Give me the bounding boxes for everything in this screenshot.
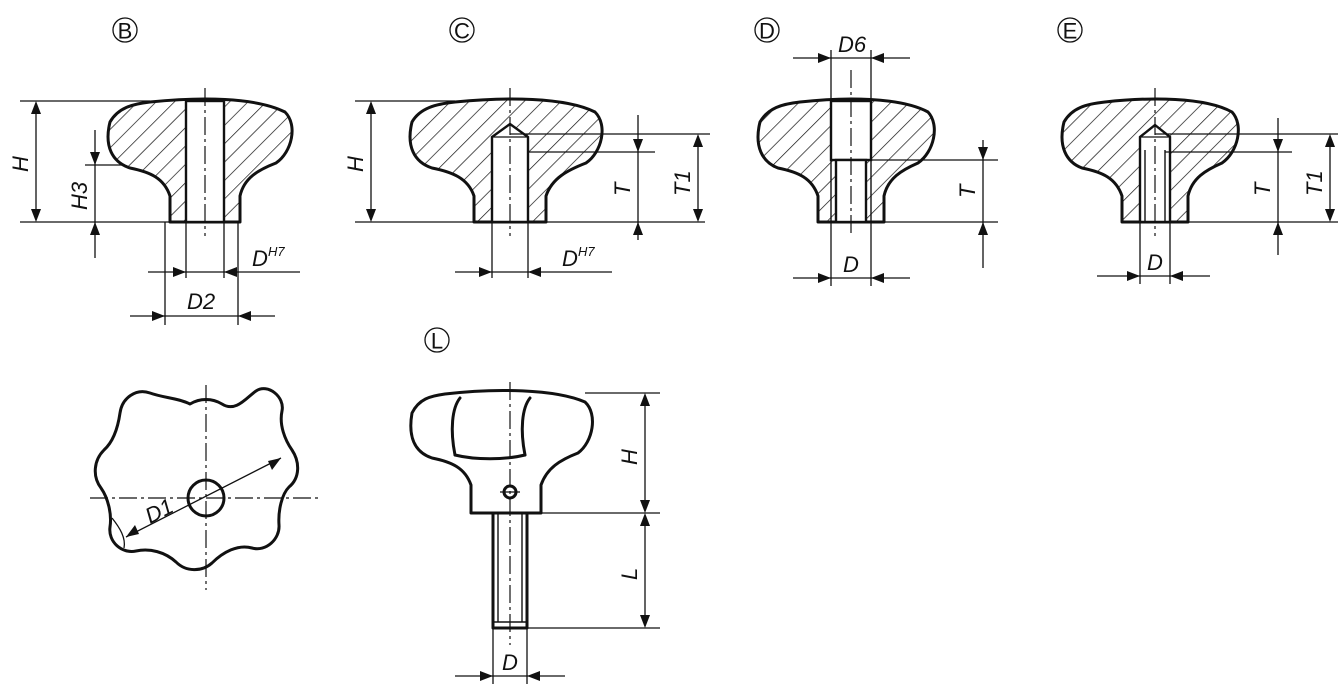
blind-bore (490, 122, 530, 224)
view-label-circle (1057, 17, 1083, 43)
dim-label-h3: H3 (67, 181, 92, 210)
dim-label-h: H (8, 156, 33, 172)
dim-label-t: T (610, 181, 635, 196)
threaded-stud (491, 511, 529, 630)
view-label-l: L (431, 329, 443, 354)
view-label-b: B (118, 19, 133, 44)
view-e: E T T1 D (1057, 17, 1338, 284)
dim-label-d-h7: D (562, 246, 578, 271)
view-label-circle (449, 17, 475, 43)
lobe-contour-bottom (453, 453, 527, 461)
dim-label-d: D (843, 252, 859, 277)
view-label-c: C (454, 19, 470, 44)
dim-label-d1: D1 (141, 493, 177, 528)
dim-label-d2: D2 (187, 289, 215, 314)
view-d: D D6 T D (754, 17, 998, 286)
dim-label-h7: H7 (268, 244, 285, 259)
dim-label-t: T (955, 183, 980, 198)
view-b: B H H3 D H7 D2 (8, 17, 300, 325)
knob-body-l (409, 389, 594, 515)
view-l: L H L D (409, 327, 660, 684)
star-knob-outline (93, 387, 300, 572)
view-label-d: D (759, 19, 775, 44)
dim-label-t1: T1 (670, 170, 695, 196)
dim-label-h7: H7 (578, 244, 595, 259)
dim-label-d: D (502, 650, 518, 675)
dim-label-t: T (1250, 181, 1275, 196)
dim-label-d-h7: D (252, 246, 268, 271)
dim-label-l: L (617, 568, 642, 580)
view-c: C H T T1 D H7 (343, 17, 710, 278)
dim-label-d6: D6 (838, 32, 867, 57)
lobe-contour-right (520, 396, 532, 457)
dim-label-t1: T1 (1302, 170, 1327, 196)
view-label-circle (424, 327, 450, 353)
dim-label-h: H (617, 449, 642, 465)
view-label-e: E (1063, 19, 1078, 44)
view-label-circle (112, 17, 138, 43)
dim-label-d: D (1147, 250, 1163, 275)
view-label-circle (754, 17, 780, 43)
top-view-star-knob: D1 (90, 385, 322, 590)
lobe-contour-left (450, 396, 462, 457)
dim-label-h: H (343, 156, 368, 172)
